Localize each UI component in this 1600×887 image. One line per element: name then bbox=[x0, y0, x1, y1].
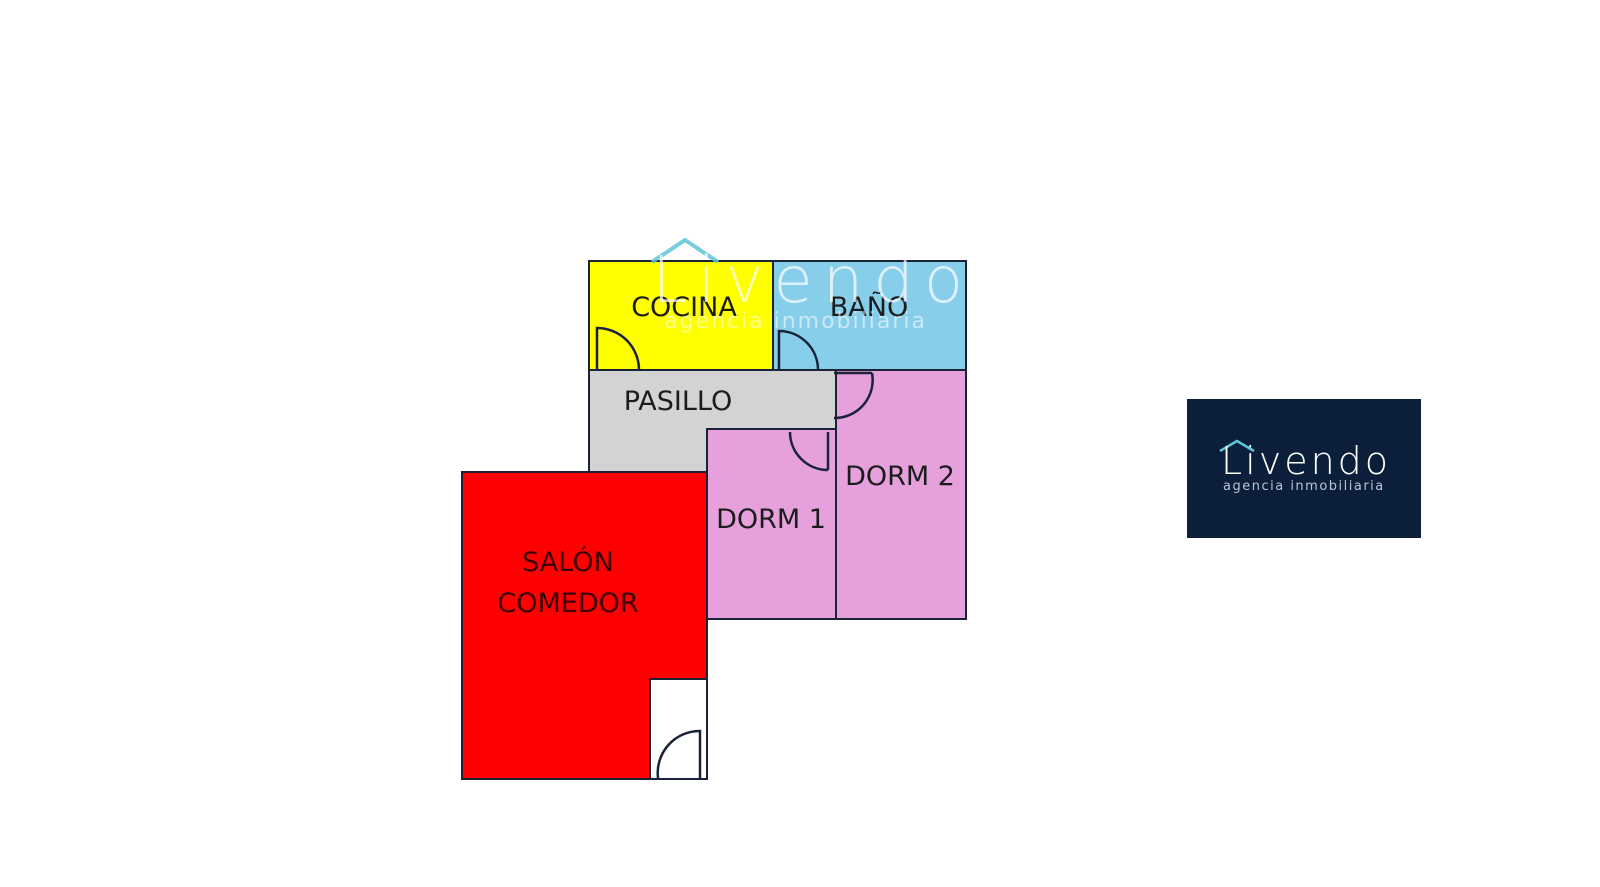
logo-tagline: agencia inmobiliaria bbox=[1223, 479, 1385, 494]
label-dorm2: DORM 2 bbox=[845, 461, 955, 492]
watermark: Livendo agencia inmobiliaria bbox=[650, 237, 973, 334]
logo-brand: Livendo bbox=[1221, 439, 1391, 483]
door-entrance-icon bbox=[656, 729, 702, 779]
door-dorm1-icon bbox=[788, 431, 830, 472]
house-roof-icon bbox=[1219, 439, 1255, 453]
label-dorm1: DORM 1 bbox=[716, 504, 826, 535]
agency-logo: Livendo agencia inmobiliaria bbox=[1187, 399, 1421, 538]
label-comedor: COMEDOR bbox=[497, 588, 638, 619]
room-cocina bbox=[588, 260, 774, 371]
room-dorm1 bbox=[706, 428, 837, 620]
door-bano-icon bbox=[777, 329, 820, 371]
watermark-brand: Livendo bbox=[652, 244, 973, 318]
label-pasillo: PASILLO bbox=[624, 386, 733, 417]
label-cocina: COCINA bbox=[631, 292, 737, 323]
label-salon: SALÓN bbox=[522, 546, 614, 578]
watermark-house-roof-icon bbox=[650, 237, 720, 264]
room-dorm2 bbox=[835, 369, 967, 620]
label-bano: BAÑO bbox=[830, 291, 908, 323]
door-dorm2-icon bbox=[833, 371, 874, 420]
watermark-tagline: agencia inmobiliaria bbox=[664, 309, 927, 334]
door-cocina-icon bbox=[595, 326, 641, 371]
room-bano bbox=[772, 260, 967, 371]
